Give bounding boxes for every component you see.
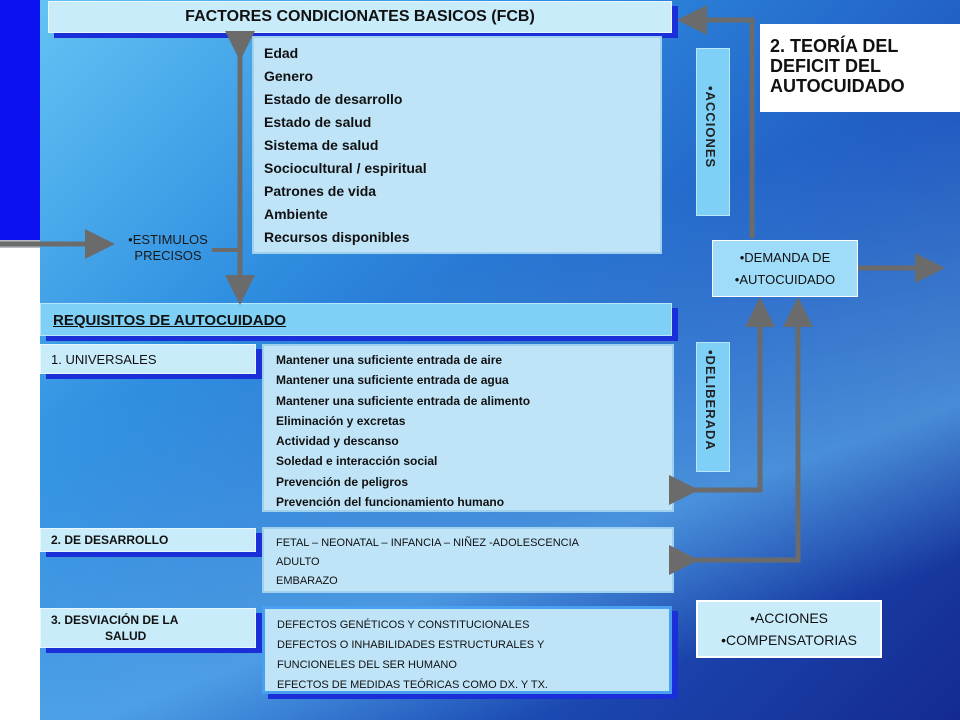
desviacion-list: DEFECTOS GENÉTICOS Y CONSTITUCIONALES DE… (262, 606, 672, 694)
universales-to-demanda-arrow (669, 297, 775, 505)
universales-item: Mantener una suficiente entrada de agua (276, 373, 509, 388)
desarrollo-to-demanda-arrow (669, 297, 813, 575)
fcb-header: FACTORES CONDICIONATES BASICOS (FCB) (48, 1, 672, 33)
desviacion-item: DEFECTOS O INHABILIDADES ESTRUCTURALES Y (277, 639, 545, 651)
left-accent-bar (0, 0, 40, 240)
fcb-item: Ambiente (264, 206, 328, 222)
fcb-item: Genero (264, 68, 314, 84)
desarrollo-item: ADULTO (276, 556, 320, 568)
title-line-1: 2. TEORÍA DEL (770, 36, 899, 56)
universales-item: Mantener una suficiente entrada de aire (276, 353, 503, 367)
desarrollo-label-text: 2. DE DESARROLLO (51, 533, 169, 547)
estimulos-label: •ESTIMULOS PRECISOS (108, 232, 228, 268)
universales-label-text: 1. UNIVERSALES (51, 351, 157, 367)
universales-item: Prevención de peligros (276, 474, 409, 489)
universales-label: 1. UNIVERSALES (40, 344, 256, 374)
universales-item: Actividad y descanso (276, 434, 399, 449)
fcb-item: Estado de desarrollo (264, 91, 403, 107)
fcb-item: Recursos disponibles (264, 229, 410, 245)
fcb-item: Estado de salud (264, 114, 372, 130)
universales-item: Eliminación y excretas (276, 413, 406, 428)
universales-item: Soledad e interacción social (276, 454, 438, 469)
fcb-item: Sociocultural / espiritual (264, 160, 427, 176)
acciones-box (696, 48, 730, 216)
demanda-line-1: •DEMANDA DE (739, 249, 831, 265)
desviacion-item: EFECTOS DE MEDIDAS TEÓRICAS COMO DX. Y T… (277, 679, 548, 691)
fcb-item: Sistema de salud (264, 137, 379, 153)
universales-list: Mantener una suficiente entrada de aire … (262, 344, 674, 512)
feedback-to-fcb-arrow (677, 5, 755, 238)
demanda-box: •DEMANDA DE •AUTOCUIDADO (712, 240, 858, 297)
desarrollo-list: FETAL – NEONATAL – INFANCIA – NIÑEZ -ADO… (262, 527, 674, 593)
desviacion-label: 3. DESVIACIÓN DE LA SALUD (40, 608, 256, 648)
desviacion-item: DEFECTOS GENÉTICOS Y CONSTITUCIONALES (277, 619, 530, 631)
desarrollo-label: 2. DE DESARROLLO (40, 528, 256, 552)
universales-item: Prevención del funcionamiento humano (276, 495, 505, 510)
compensatorias-box: •ACCIONES •COMPENSATORIAS (696, 600, 882, 658)
estimulos-line-1: •ESTIMULOS (128, 232, 208, 247)
title-line-2: DEFICIT DEL (770, 56, 881, 76)
acciones-vertical-text: •ACCIONES (703, 86, 718, 169)
demanda-line-2: •AUTOCUIDADO (734, 271, 836, 287)
desviacion-label-line-2: SALUD (105, 629, 147, 643)
fcb-header-text: FACTORES CONDICIONATES BASICOS (FCB) (185, 8, 535, 25)
fcb-item: Patrones de vida (264, 183, 377, 199)
fcb-item: Edad (264, 45, 299, 61)
requisitos-header-text: REQUISITOS DE AUTOCUIDADO (53, 312, 287, 329)
compensatorias-line-2: •COMPENSATORIAS (721, 632, 857, 648)
requisitos-header: REQUISITOS DE AUTOCUIDADO (40, 303, 672, 336)
fcb-list: Edad Genero Estado de desarrollo Estado … (252, 36, 662, 254)
desarrollo-item: EMBARAZO (276, 575, 338, 587)
slide-title: 2. TEORÍA DEL DEFICIT DEL AUTOCUIDADO (760, 24, 960, 112)
title-line-3: AUTOCUIDADO (770, 76, 905, 96)
compensatorias-line-1: •ACCIONES (749, 610, 829, 626)
desviacion-label-line-1: 3. DESVIACIÓN DE LA (51, 613, 179, 627)
desarrollo-item: FETAL – NEONATAL – INFANCIA – NIÑEZ -ADO… (276, 537, 579, 549)
desviacion-item: FUNCIONELES DEL SER HUMANO (277, 659, 457, 671)
universales-item: Mantener una suficiente entrada de alime… (276, 393, 531, 408)
estimulos-line-2: PRECISOS (134, 248, 202, 263)
